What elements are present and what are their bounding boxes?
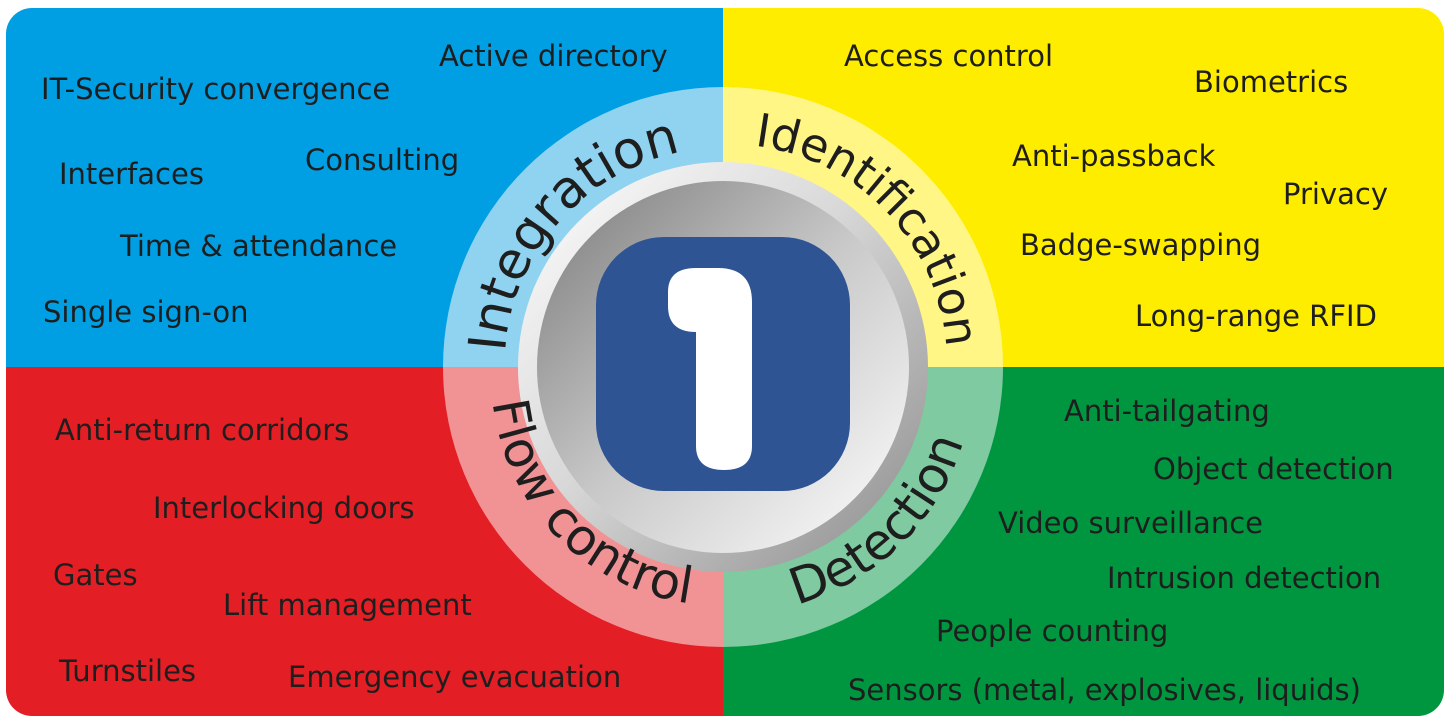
term-badge-swapping: Badge-swapping <box>1020 228 1262 262</box>
term-privacy: Privacy <box>1283 177 1388 211</box>
term-it-security-convergence: IT-Security convergence <box>41 72 391 106</box>
term-anti-tailgating: Anti-tailgating <box>1064 394 1270 428</box>
term-gates: Gates <box>53 558 138 592</box>
term-consulting: Consulting <box>305 143 460 177</box>
term-sensors: Sensors (metal, explosives, liquids) <box>848 673 1361 707</box>
term-interlocking-doors: Interlocking doors <box>153 491 415 525</box>
term-video-surveillance: Video surveillance <box>998 506 1263 540</box>
term-turnstiles: Turnstiles <box>59 654 197 688</box>
term-biometrics: Biometrics <box>1194 65 1349 99</box>
term-people-counting: People counting <box>936 614 1169 648</box>
term-intrusion-detection: Intrusion detection <box>1107 561 1382 595</box>
term-lift-management: Lift management <box>223 588 472 622</box>
term-anti-passback: Anti-passback <box>1012 139 1216 173</box>
term-object-detection: Object detection <box>1153 452 1394 486</box>
term-anti-return-corridors: Anti-return corridors <box>55 413 350 447</box>
term-time-attendance: Time & attendance <box>120 229 398 263</box>
term-access-control: Access control <box>844 39 1054 73</box>
term-interfaces: Interfaces <box>59 157 204 191</box>
term-single-sign-on: Single sign-on <box>43 295 249 329</box>
term-active-directory: Active directory <box>439 39 668 73</box>
term-emergency-evacuation: Emergency evacuation <box>288 660 622 694</box>
numeral-one-shape <box>668 268 752 470</box>
term-long-range-rfid: Long-range RFID <box>1135 299 1377 333</box>
